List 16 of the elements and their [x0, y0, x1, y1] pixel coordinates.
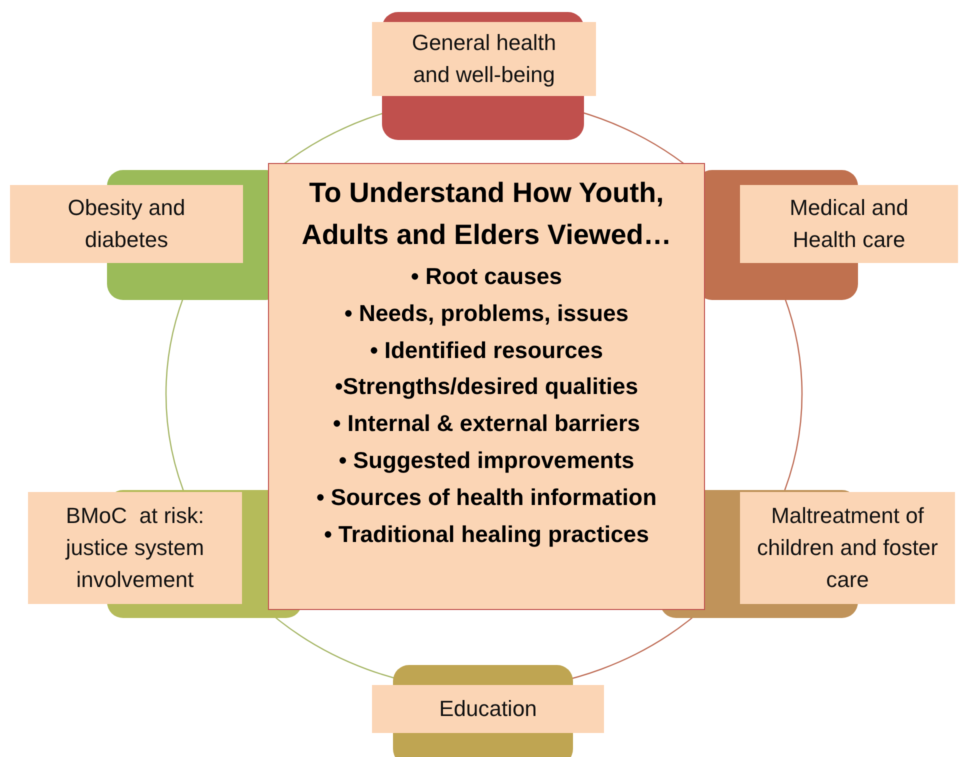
bullet-item: • Traditional healing practices — [322, 520, 650, 549]
topic-label: BMoC at risk: justice system involvement — [28, 492, 242, 604]
topic-label: General health and well-being — [372, 22, 596, 96]
topic-label: Medical and Health care — [740, 185, 958, 263]
bullet-item: • Internal & external barriers — [332, 409, 642, 438]
bullet-item: •Strengths/desired qualities — [334, 372, 640, 402]
topic-label: Education — [372, 685, 604, 733]
topic-label: Maltreatment of children and foster care — [740, 492, 955, 604]
bullet-item: • Identified resources — [368, 336, 604, 365]
bullet-item: • Root causes — [410, 262, 564, 291]
heading: To Understand How Youth, Adults and Elders Viewed… — [302, 176, 672, 252]
topic-label: Obesity and diabetes — [10, 185, 243, 263]
central-box — [268, 163, 705, 610]
bullet-item: • Suggested improvements — [338, 446, 636, 475]
bullet-item: • Needs, problems, issues — [343, 298, 630, 328]
bullet-item: • Sources of health information — [315, 482, 658, 512]
